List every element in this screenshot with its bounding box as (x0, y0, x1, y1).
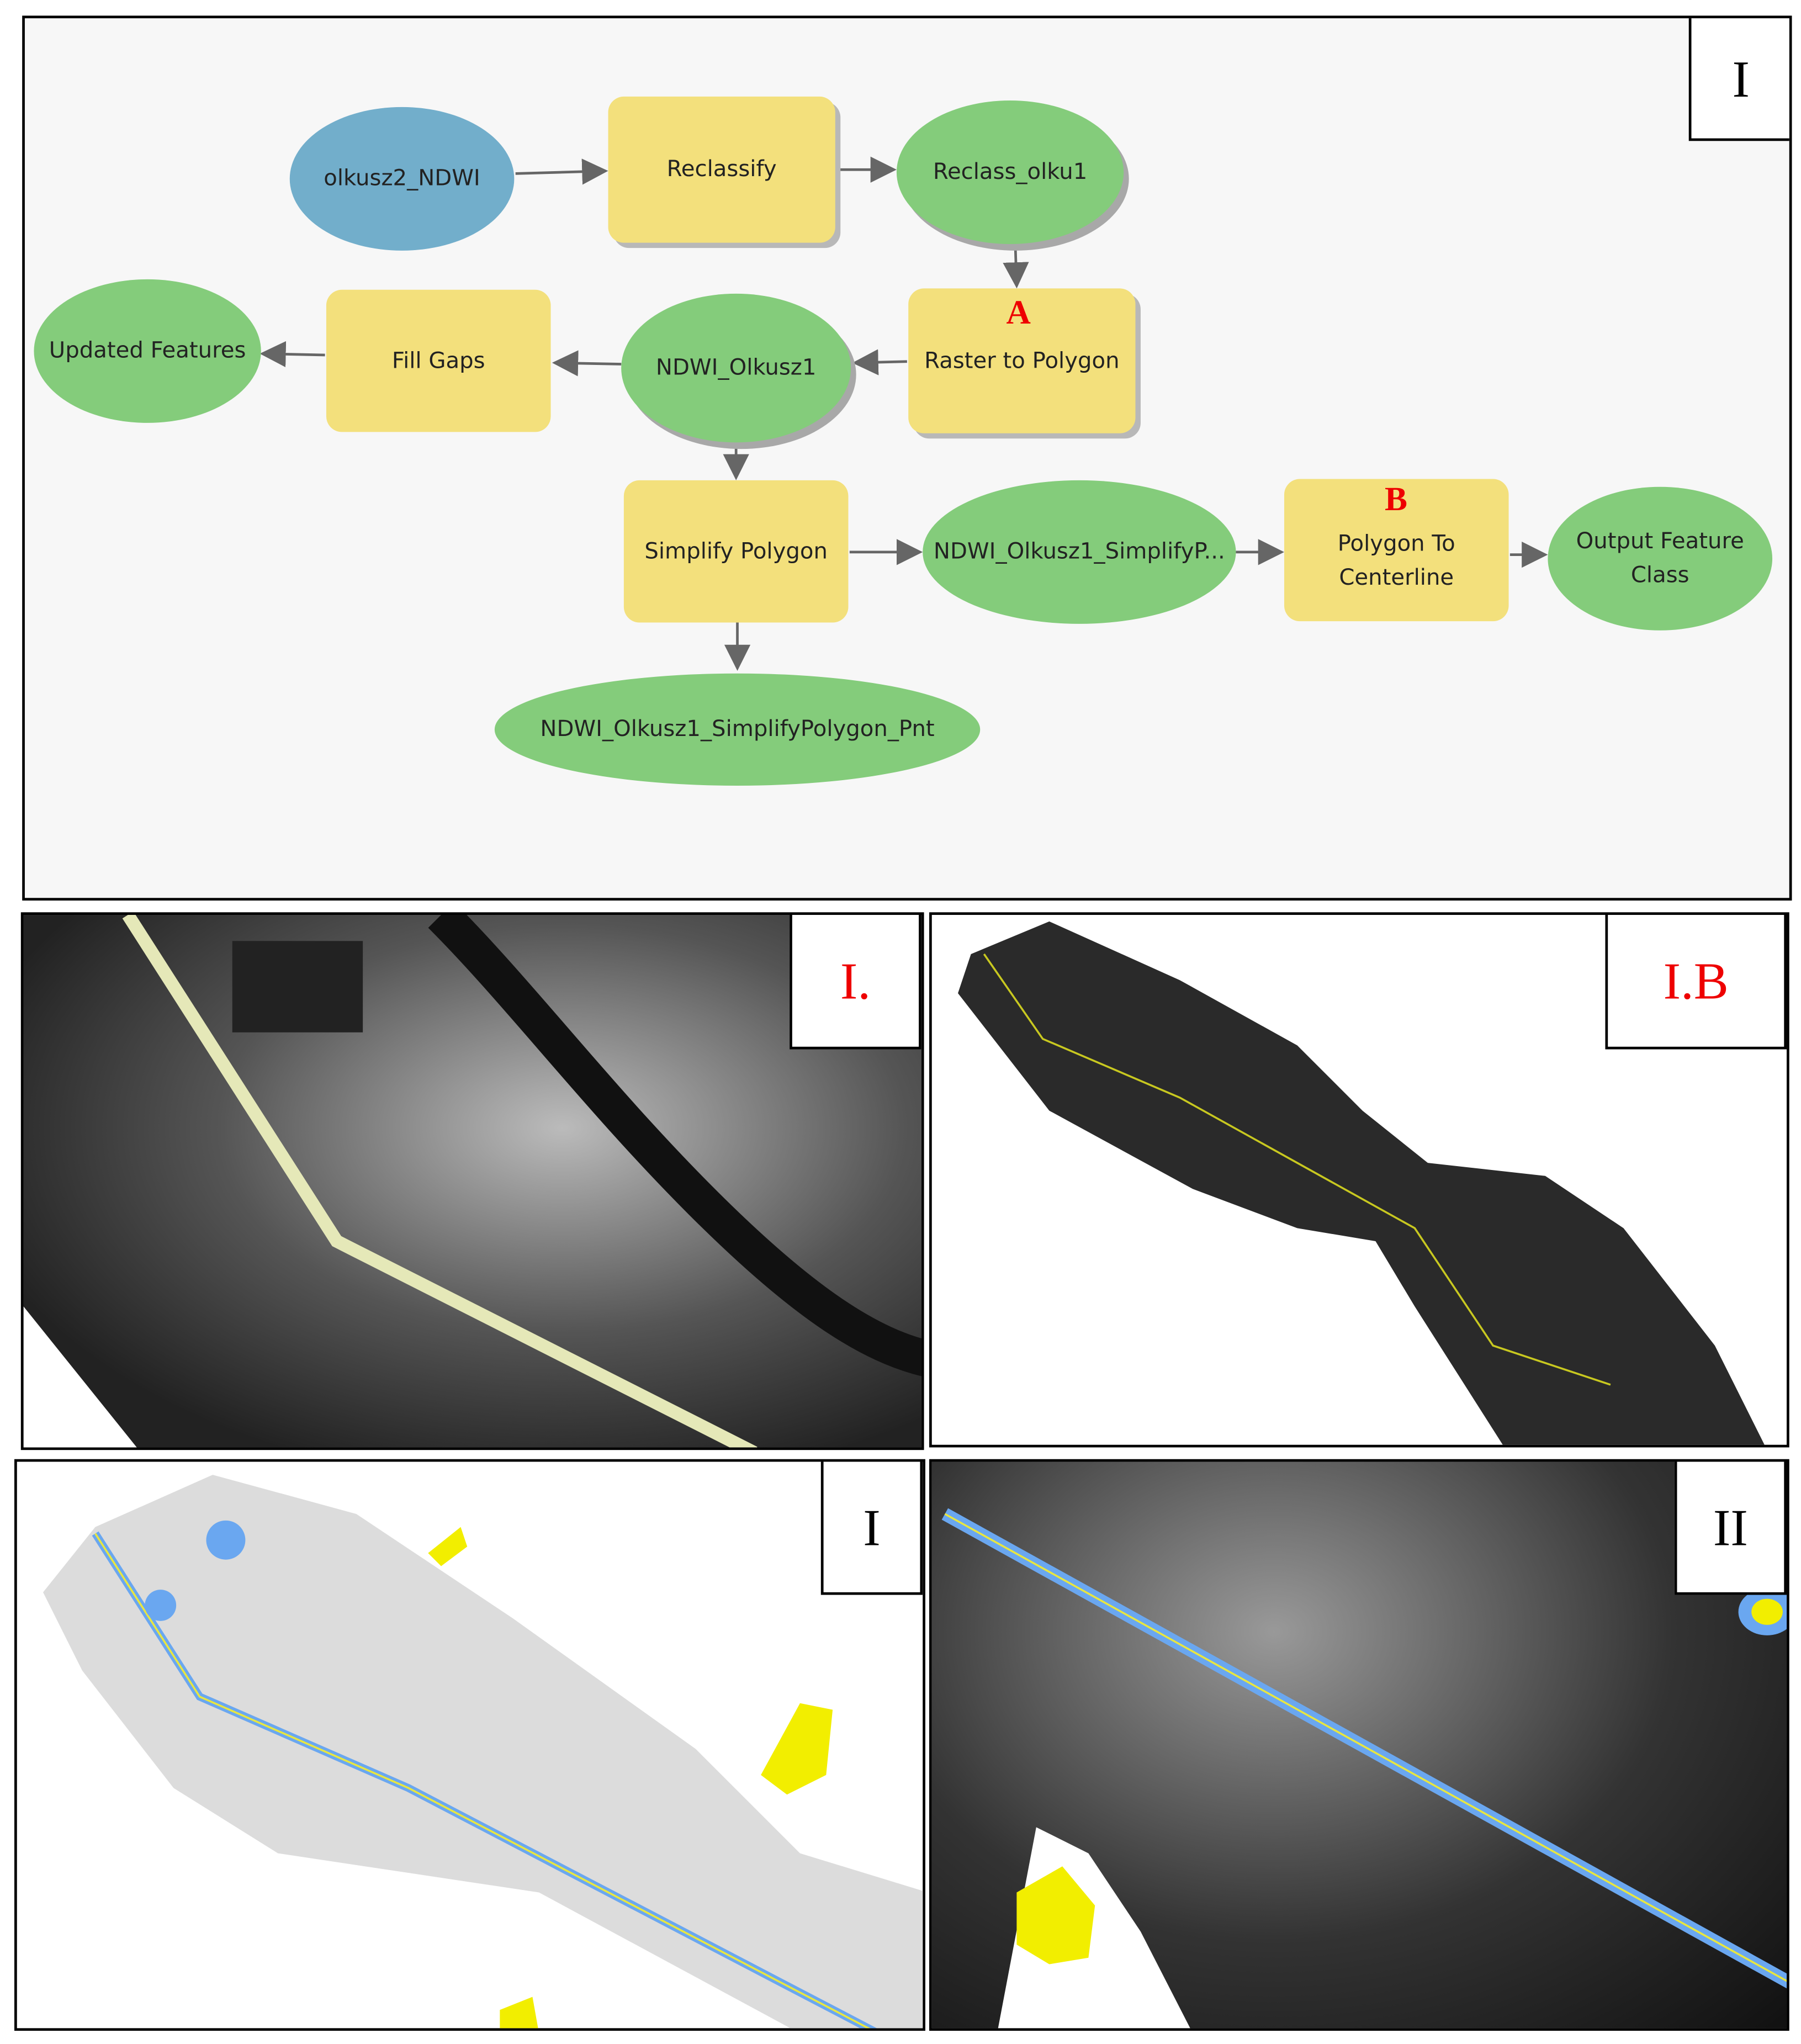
node-simplify-pnt[interactable]: NDWI_Olkusz1_SimplifyPolygon_Pnt (494, 673, 981, 786)
image-1-features (23, 915, 921, 1448)
image-label: I.B (1605, 915, 1787, 1050)
marker-a: A (1006, 293, 1031, 332)
aerial-image-2: II (929, 1459, 1789, 2031)
node-updated-features[interactable]: Updated Features (34, 279, 261, 423)
node-raster-to-polygon[interactable]: Raster to Polygon (908, 288, 1136, 433)
image-label: II (1674, 1461, 1787, 1595)
node-simplify-polygon[interactable]: Simplify Polygon (623, 480, 849, 623)
image-2-features (958, 921, 1765, 1445)
image-label: I (820, 1461, 923, 1595)
node-polygon-to-centerline[interactable]: Polygon To Centerline (1284, 479, 1509, 622)
node-simplify-output[interactable]: NDWI_Olkusz1_SimplifyP... (923, 480, 1236, 624)
image-4-features (941, 1508, 1787, 2029)
marker-b: B (1384, 480, 1407, 518)
node-olkusz2-ndwi[interactable]: olkusz2_NDWI (289, 107, 515, 251)
classified-map: I (14, 1459, 925, 2031)
image-label: I. (790, 915, 921, 1050)
node-fill-gaps[interactable]: Fill Gaps (326, 289, 551, 432)
node-reclassify[interactable]: Reclassify (608, 96, 835, 243)
aerial-image-1: I. (20, 912, 924, 1450)
node-ndwi-olkusz1[interactable]: NDWI_Olkusz1 (621, 293, 851, 443)
image-3-features (43, 1475, 923, 2029)
node-output-feature-class[interactable]: Output Feature Class (1548, 486, 1773, 631)
centerline-image: I.B (929, 912, 1789, 1448)
model-builder-panel: olkusz2_NDWI Reclassify Reclass_olku1 Ra… (22, 15, 1792, 901)
node-reclass-olku1[interactable]: Reclass_olku1 (896, 100, 1124, 245)
panel-label: I (1688, 18, 1789, 141)
connector-arrows (259, 156, 1548, 671)
